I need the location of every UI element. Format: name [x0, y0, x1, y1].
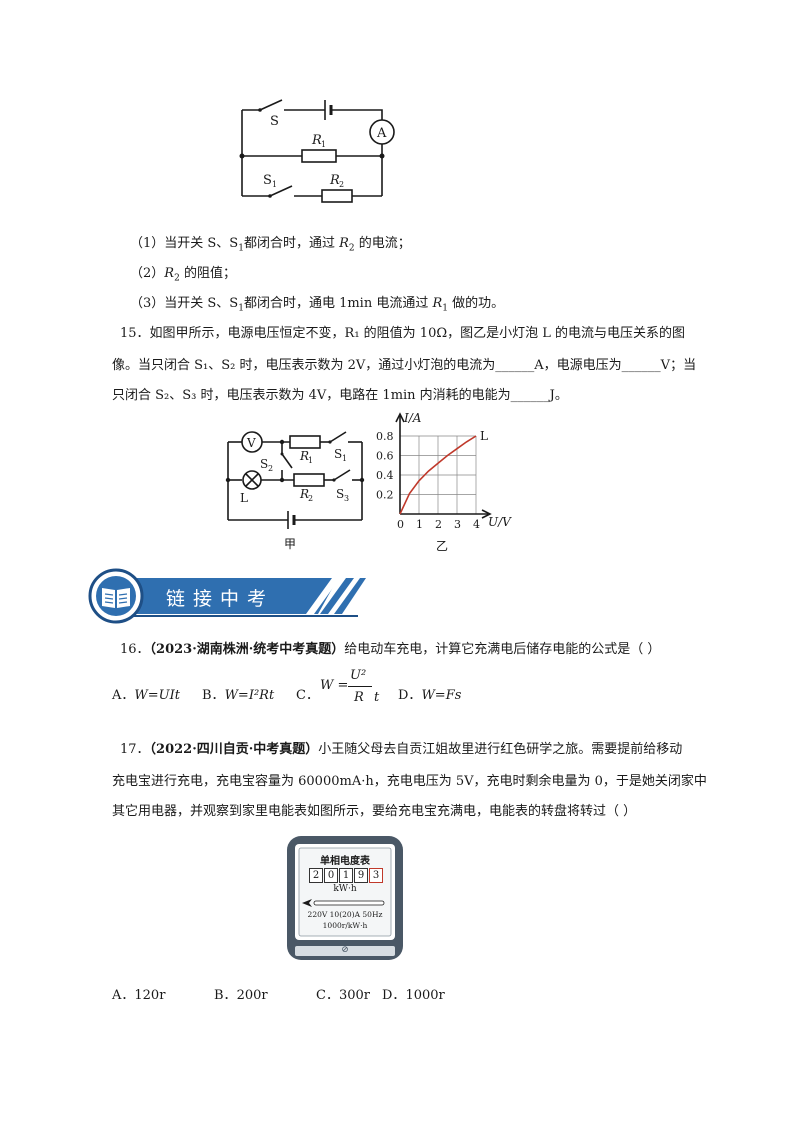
q16-option-a: A．W=UIt: [112, 688, 180, 703]
meter-spec-2: 1000r/kW·h: [322, 921, 368, 930]
q15-line-2: 像。当只闭合 S₁、S₂ 时，电压表示数为 2V，通过小灯泡的电流为______…: [112, 358, 697, 373]
meter-unit: kW·h: [333, 884, 357, 894]
meter-digit: 9: [354, 868, 368, 883]
chart-grid: [400, 435, 477, 514]
switch-s1-q15: [329, 431, 347, 443]
svg-text:1: 1: [342, 454, 347, 463]
resistor-r2: [321, 189, 353, 203]
svg-text:S: S: [263, 173, 272, 188]
svg-text:R: R: [299, 449, 309, 463]
book-icon: [102, 588, 130, 608]
svg-text:R: R: [299, 487, 309, 501]
q16-option-c-lhs: W =: [320, 678, 349, 693]
q15-line-3: 只闭合 S₂、S₃ 时，电压表示数为 4V，电路在 1min 内消耗的电能为__…: [112, 388, 568, 403]
q16-option-b: B．W=I²Rt: [202, 688, 275, 703]
q16-option-c-denominator: R: [354, 690, 364, 705]
q14-item-1: （1）当开关 S、S1都闭合时，通过 R2 的电流；: [130, 236, 411, 254]
q14-item-3: （3）当开关 S、S1都闭合时，通电 1min 电流通过 R1 做的功。: [130, 296, 505, 314]
q17-option-a: A．120r: [112, 988, 166, 1003]
meter-spec-1: 220V 10(20)A 50Hz: [307, 910, 383, 919]
svg-text:S: S: [270, 114, 279, 129]
fraction-bar: [348, 686, 372, 687]
q16-option-c-tail: t: [374, 690, 380, 705]
q17-line-2: 充电宝进行充电，充电宝容量为 60000mA·h，充电电压为 5V，充电时剩余电…: [112, 774, 707, 789]
q16-option-c-label: C．: [296, 688, 319, 703]
q17-option-c: C．300r: [316, 988, 370, 1003]
q17-line-3: 其它用电器，并观察到家里电能表如图所示，要给充电宝充满电，电能表的转盘将转过（ …: [112, 804, 637, 819]
meter-dial-arrow: [302, 899, 385, 907]
y-axis-arrow: [395, 412, 405, 423]
svg-text:S: S: [334, 447, 342, 461]
x-tick-label: 0: [397, 518, 404, 531]
switch-s: [259, 99, 283, 111]
q17-option-d: D．1000r: [382, 988, 445, 1003]
meter-digit: 2: [309, 868, 323, 883]
svg-text:1: 1: [308, 456, 313, 465]
x-axis-arrow: [481, 509, 492, 519]
q16-stem: 16．（2023·湖南株洲·统考中考真题）给电动车充电，计算它充满电后储存电能的…: [120, 642, 661, 657]
resistor-r1-q15: [289, 435, 321, 449]
svg-text:S: S: [336, 487, 344, 501]
svg-text:V: V: [246, 436, 256, 450]
circuit-diagram-q14: A S R 1 S 1 R 2: [239, 99, 395, 203]
svg-text:L: L: [240, 491, 248, 505]
svg-text:2: 2: [308, 494, 313, 503]
x-tick-label: 4: [473, 518, 480, 531]
meter-title: 单相电度表: [320, 856, 370, 867]
q17-option-b: B．200r: [214, 988, 268, 1003]
switch-s1: [269, 185, 293, 197]
q16-option-c-numerator: U²: [350, 668, 367, 683]
svg-text:R: R: [329, 173, 340, 188]
resistor-r2-q15: [293, 473, 325, 487]
svg-text:2: 2: [339, 180, 344, 189]
q16-option-d: D．W=Fs: [398, 688, 462, 703]
x-axis-label: U/V: [488, 515, 512, 529]
meter-digit-decimal: 3: [369, 868, 383, 883]
svg-text:1: 1: [272, 180, 277, 189]
q15-line-1: 15．如图甲所示，电源电压恒定不变，R₁ 的阻值为 10Ω，图乙是小灯泡 L 的…: [120, 326, 686, 341]
section-banner: 链接中考: [88, 568, 368, 624]
y-tick-label: 0.6: [376, 450, 394, 463]
q14-item-2: （2）R2 的阻值；: [130, 266, 236, 284]
circuit-diagram-q15-jia: V R 1 S 1 S 2 L R 2 S 3 甲: [225, 431, 365, 551]
energy-meter: 单相电度表 2 0 1 9 3 kW·h 220V 10(20)A 50Hz 1…: [285, 834, 405, 962]
x-tick-label: 1: [416, 518, 423, 531]
series-line-l: [399, 435, 477, 515]
x-tick-label: 3: [454, 518, 461, 531]
meter-digit: 1: [339, 868, 353, 883]
svg-text:A: A: [376, 126, 387, 141]
y-tick-label: 0.8: [376, 430, 394, 443]
svg-text:2: 2: [268, 464, 273, 473]
svg-text:S: S: [260, 457, 268, 471]
y-tick-label: 0.2: [376, 489, 394, 502]
meter-digit: 0: [324, 868, 338, 883]
x-tick-label: 2: [435, 518, 442, 531]
svg-text:R: R: [311, 133, 322, 148]
y-tick-label: 0.4: [376, 469, 394, 482]
meter-digits: 2 0 1 9 3: [309, 868, 383, 883]
switch-s3-q15: [333, 469, 351, 481]
series-label-l: L: [480, 429, 488, 443]
q16-options: A．W=UIt B．W=I²Rt C． W = U² R t D．W=Fs: [112, 664, 672, 714]
y-axis-label: I/A: [403, 411, 422, 425]
svg-text:3: 3: [344, 494, 349, 503]
banner-title: 链接中考: [166, 588, 275, 610]
q17-line-1: 17．（2022·四川自贡·中考真题）小王随父母去自贡江姐故里进行红色研学之旅。…: [120, 742, 683, 757]
resistor-r1: [301, 149, 337, 163]
figure-label-yi: 乙: [436, 539, 448, 553]
switch-s2-q15: [281, 453, 293, 469]
meter-knob: ⊘: [341, 945, 349, 955]
figure-label-jia: 甲: [284, 537, 296, 551]
svg-text:1: 1: [321, 140, 326, 149]
